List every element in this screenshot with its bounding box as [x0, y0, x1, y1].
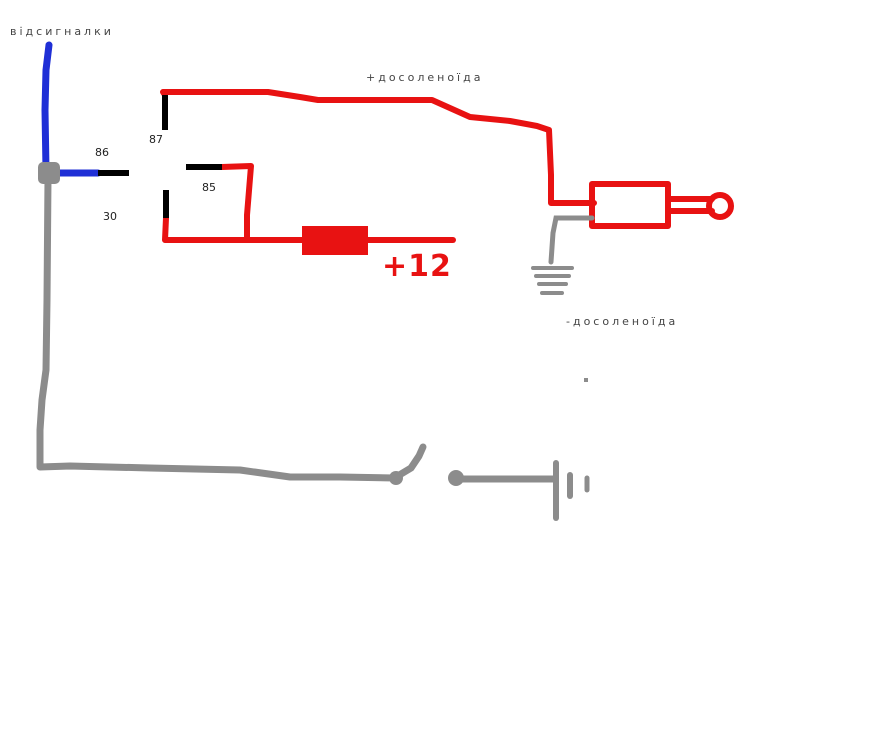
switch-contact-right — [448, 470, 464, 486]
label-to-solenoid-minus: -досоленоїда — [566, 315, 678, 328]
label-to-solenoid-plus: +досоленоїда — [366, 71, 483, 84]
relay-pins — [98, 95, 222, 218]
label-pin-87: 87 — [149, 133, 163, 146]
label-from-alarm: відсигналки — [10, 25, 114, 38]
battery-symbol — [553, 460, 590, 521]
label-pin-85: 85 — [202, 181, 216, 194]
solenoid — [589, 181, 734, 229]
ground-symbol — [531, 215, 595, 295]
label-pin-30: 30 — [103, 210, 117, 223]
stray-pixel — [584, 378, 588, 382]
junction-node — [38, 162, 60, 184]
fuse — [302, 226, 368, 255]
power-wire — [160, 89, 597, 243]
switch — [392, 443, 559, 483]
ground-wire — [36, 174, 399, 482]
label-pin-86: 86 — [95, 146, 109, 159]
switch-contact-left — [389, 471, 403, 485]
label-plus12: +12 — [382, 249, 452, 284]
